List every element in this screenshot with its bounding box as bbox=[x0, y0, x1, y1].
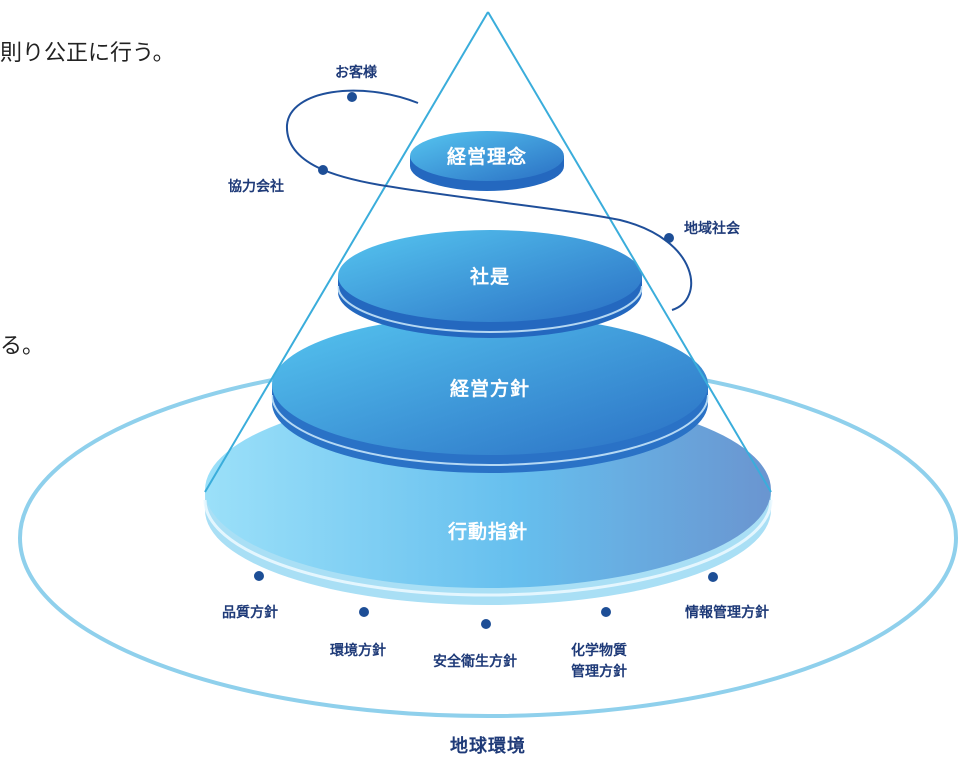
stakeholder-dot-partner bbox=[318, 165, 328, 175]
policy-label-safety: 安全衛生方針 bbox=[433, 653, 517, 670]
stakeholder-label-customer: お客様 bbox=[335, 64, 378, 81]
side-text-fragment-1: 則り公正に行う。 bbox=[0, 41, 175, 66]
policy-dot-safety bbox=[481, 619, 491, 629]
earth-environment-label: 地球環境 bbox=[450, 735, 526, 757]
level-label-philosophy: 経営理念 bbox=[447, 145, 527, 168]
policy-label-quality: 品質方針 bbox=[222, 604, 278, 621]
stakeholder-label-partner: 協力会社 bbox=[228, 178, 284, 195]
policy-dot-chemical bbox=[601, 607, 611, 617]
stakeholder-dot-customer bbox=[347, 92, 357, 102]
policy-dot-information bbox=[708, 572, 718, 582]
policy-label-chemical-line1: 化学物質 bbox=[571, 642, 627, 659]
stakeholder-dot-community bbox=[664, 233, 674, 243]
stakeholder-label-community: 地域社会 bbox=[684, 220, 741, 237]
policy-dot-environment bbox=[359, 607, 369, 617]
policy-dot-quality bbox=[254, 571, 264, 581]
level-label-management-policy: 経営方針 bbox=[450, 377, 530, 400]
level-label-creed: 社是 bbox=[469, 265, 510, 288]
policy-label-information: 情報管理方針 bbox=[685, 604, 769, 621]
disk-management-policy bbox=[271, 315, 709, 473]
disk-company-creed bbox=[337, 230, 643, 338]
disk-management-philosophy bbox=[410, 131, 564, 191]
policy-label-environment: 環境方針 bbox=[330, 642, 386, 659]
stakeholder-orbit bbox=[285, 89, 693, 311]
level-label-action-guidelines: 行動指針 bbox=[447, 520, 528, 543]
cone-outline bbox=[204, 11, 772, 493]
policy-label-chemical-line2: 管理方針 bbox=[571, 663, 627, 680]
side-text-fragment-2: る。 bbox=[0, 334, 45, 359]
